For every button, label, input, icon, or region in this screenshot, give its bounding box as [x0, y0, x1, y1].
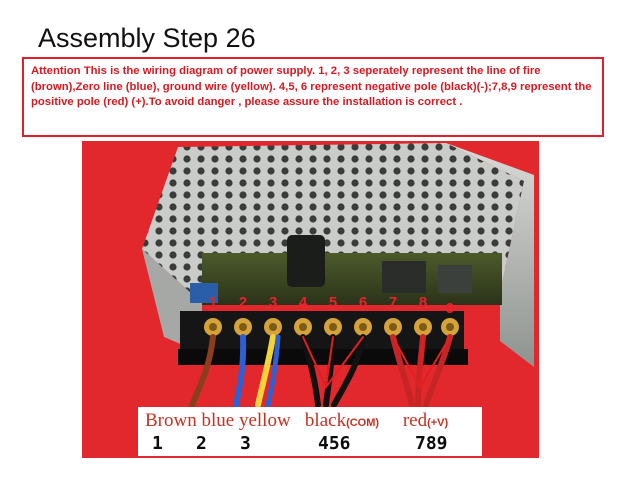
terminal-number: 2 — [239, 294, 247, 311]
legend-blue: blue — [201, 410, 235, 431]
wires — [189, 334, 453, 408]
terminal-number-labels: 1 2 3 4 5 6 7 8 9 — [209, 294, 454, 317]
legend-black: black — [304, 410, 347, 431]
cover-side — [446, 143, 534, 367]
legend-brown: Brown — [145, 410, 197, 431]
terminal-number: 8 — [419, 294, 427, 311]
terminal-number: 3 — [269, 294, 277, 311]
legend-plus-v: (+V) — [427, 417, 449, 429]
terminals — [204, 318, 459, 336]
terminal-number: 6 — [359, 294, 367, 311]
legend-num-yellow: 3 — [240, 433, 251, 454]
terminal-number: 9 — [446, 300, 454, 317]
legend-num-brown: 1 — [152, 433, 163, 454]
legend-num-blue: 2 — [196, 433, 207, 454]
wire-color-legend: Brown blue yellow black(COM) red(+V) 1 2… — [138, 407, 482, 456]
component-blue — [190, 283, 218, 303]
power-supply-photo: 1 2 3 4 5 6 7 8 9 — [82, 141, 539, 458]
legend-yellow: yellow — [238, 410, 291, 431]
terminal-number: 7 — [389, 294, 397, 311]
legend-com: (COM) — [346, 417, 380, 429]
power-supply-illustration: 1 2 3 4 5 6 7 8 9 — [142, 143, 534, 408]
legend-red: red — [402, 410, 428, 431]
legend-num-red: 789 — [415, 433, 448, 454]
terminal-number: 4 — [299, 294, 308, 311]
attention-notice: Attention This is the wiring diagram of … — [22, 57, 604, 137]
terminal-number: 1 — [209, 294, 217, 311]
component-chip-2 — [438, 265, 472, 293]
capacitor — [287, 235, 325, 287]
component-chip — [382, 261, 426, 293]
terminal-number: 5 — [329, 294, 337, 311]
legend-num-black: 456 — [318, 433, 351, 454]
slide-title: Assembly Step 26 — [38, 23, 256, 53]
